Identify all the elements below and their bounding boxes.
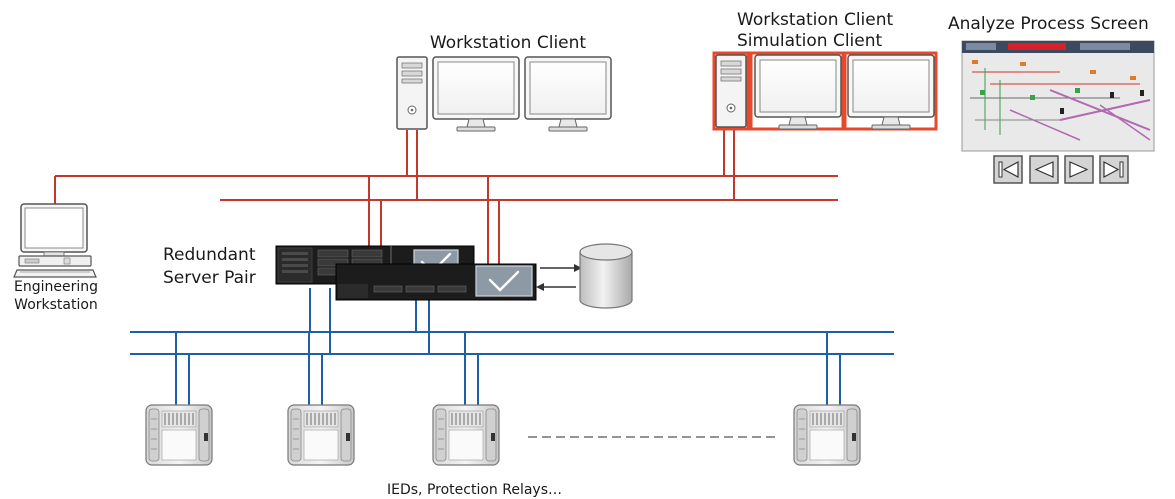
control-network [54, 130, 838, 264]
redundant-label: Redundant [163, 245, 256, 265]
workstation-label: Workstation [14, 297, 98, 313]
analyze-process-screen-label: Analyze Process Screen [948, 14, 1149, 34]
ied-relay-icon [145, 404, 213, 466]
ied-relay-icon [287, 404, 355, 466]
monitor-icon [20, 203, 88, 257]
analyze-process-screen [961, 40, 1155, 152]
engineering-workstation [13, 203, 97, 278]
engineering-label: Engineering [14, 279, 98, 295]
storage-link [536, 264, 582, 291]
workstation-client-label-2: Workstation Client [737, 10, 894, 30]
playback-controls [993, 155, 1129, 184]
media-first-icon[interactable] [993, 155, 1023, 184]
media-last-icon[interactable] [1099, 155, 1129, 184]
ieds-label: IEDs, Protection Relays… [387, 482, 562, 498]
server-pair-label: Server Pair [163, 268, 256, 288]
redundant-server-pair [275, 245, 537, 301]
monitor-icon [754, 54, 842, 130]
field-network [130, 288, 894, 405]
monitor-icon [847, 54, 935, 130]
simulation-client [712, 51, 938, 131]
ied-relay-icon [432, 404, 500, 466]
server-rack-icon [335, 263, 537, 301]
monitor-icon [524, 56, 612, 132]
tower-pc-icon [396, 56, 428, 130]
tower-pc-icon [715, 54, 747, 128]
monitor-icon [432, 56, 520, 132]
database-icon [579, 243, 633, 309]
simulation-client-label: Simulation Client [737, 31, 883, 51]
workstation-client [396, 56, 612, 132]
ied-relay-icon [793, 404, 861, 466]
ied-relays [145, 404, 861, 466]
media-prev-icon[interactable] [1029, 155, 1059, 184]
workstation-client-label: Workstation Client [430, 33, 587, 53]
media-next-icon[interactable] [1064, 155, 1094, 184]
